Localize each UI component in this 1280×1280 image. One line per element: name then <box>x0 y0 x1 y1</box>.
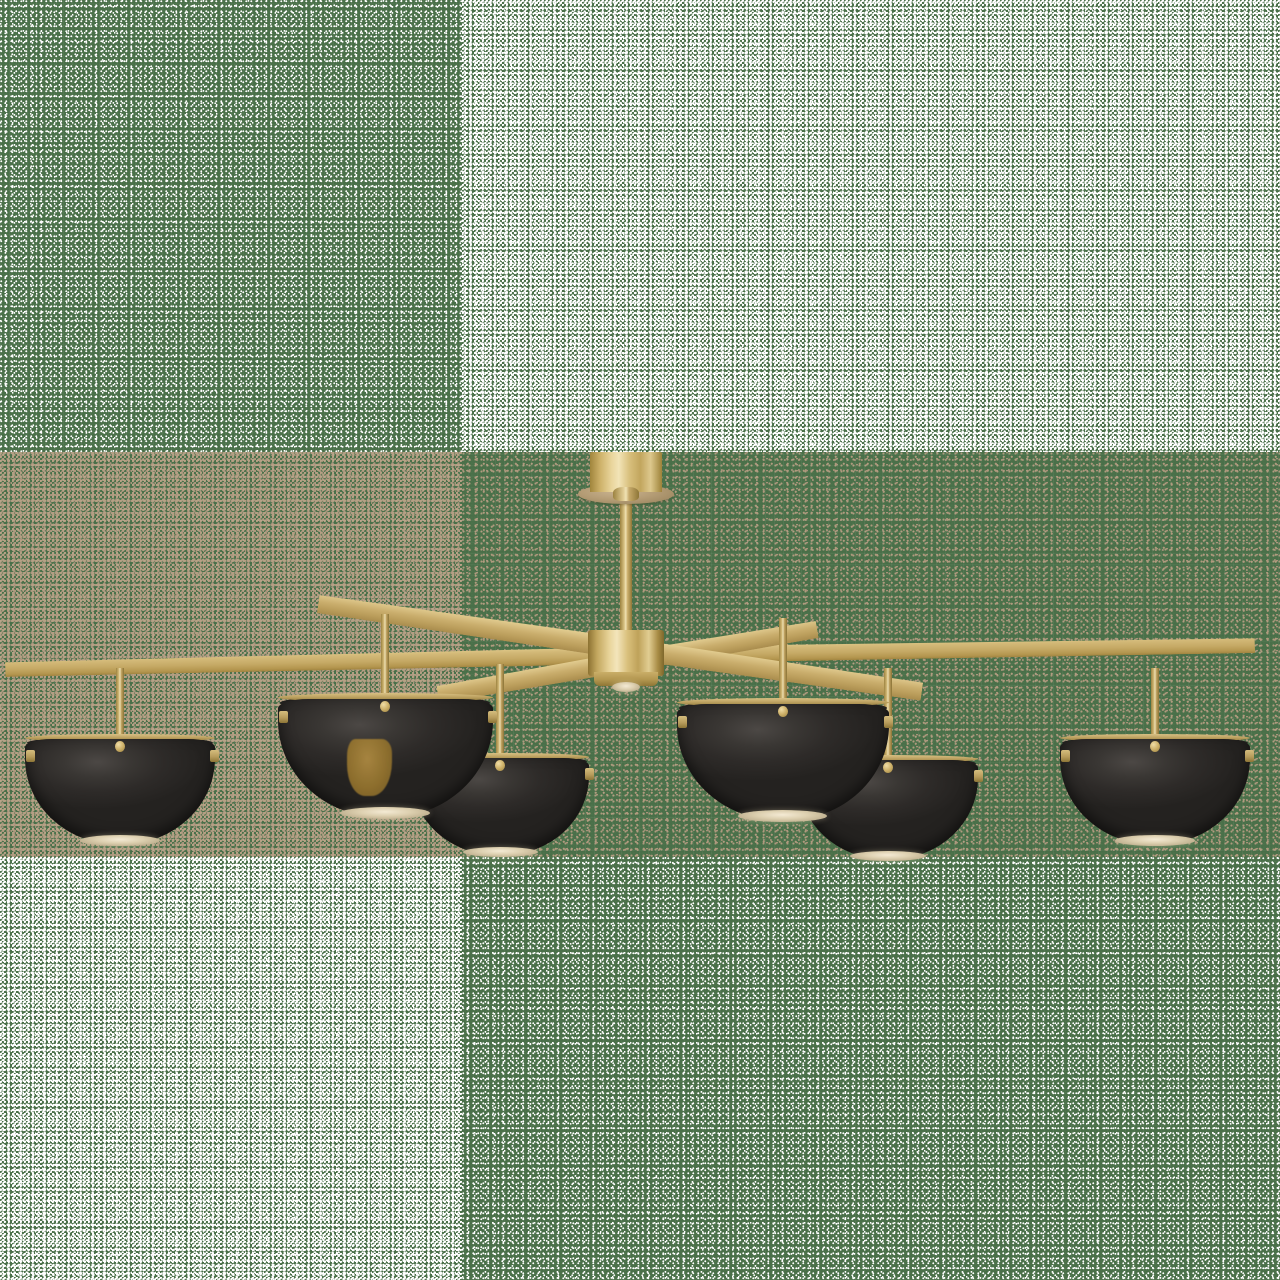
shade-side-tab-right <box>487 711 497 723</box>
shade-side-tab-right <box>974 770 983 782</box>
shade-brass-rim <box>411 753 589 761</box>
shade-bowl <box>677 704 889 820</box>
shade-side-tab-right <box>884 716 893 728</box>
background-region-upper-left <box>0 0 462 452</box>
drop-rod-shade-3 <box>496 664 504 760</box>
shade-diffuser <box>339 807 430 819</box>
light-shade <box>677 698 893 822</box>
shade-mount-stud <box>778 706 788 717</box>
light-shade <box>1060 734 1254 846</box>
shade-mount-stud <box>380 701 390 712</box>
shade-diffuser <box>463 847 538 857</box>
background-region-lower-left <box>0 857 462 1280</box>
shade-side-tab-left <box>26 750 35 762</box>
shade-side-tab-left <box>1061 750 1070 762</box>
shade-brass-rim <box>277 693 493 702</box>
shade-brass-rim <box>798 755 978 763</box>
shade-brass-rim <box>677 698 889 707</box>
center-hub <box>588 630 664 676</box>
drop-rod-shade-1 <box>116 668 124 746</box>
shade-diffuser <box>850 851 926 861</box>
shade-side-tab-right <box>210 750 219 762</box>
shade-diffuser <box>80 835 160 846</box>
shade-mount-stud <box>1150 741 1160 752</box>
chandelier-arm-arm-mid-left <box>317 592 627 659</box>
center-stem <box>620 492 632 640</box>
shade-side-tab-right <box>1245 750 1254 762</box>
background-region-lower-right <box>462 857 1280 1280</box>
shade-side-tab-right <box>585 768 594 780</box>
arm-blade <box>317 592 627 659</box>
drop-rod-shade-2 <box>381 614 389 702</box>
hub-center-diffuser <box>612 682 640 692</box>
ceiling-canopy <box>590 452 662 492</box>
shade-bowl <box>25 739 215 844</box>
light-shade <box>277 693 497 819</box>
hub-bottom-cap <box>594 672 658 686</box>
light-shade <box>25 734 219 846</box>
shade-diffuser <box>1115 835 1195 846</box>
shade-mount-stud <box>115 741 125 752</box>
shade-brass-rim <box>25 734 215 742</box>
shade-side-tab-left <box>678 716 687 728</box>
shade-side-tab-left <box>278 711 288 723</box>
drop-rod-shade-6 <box>1151 668 1159 746</box>
shade-brass-rim <box>1060 734 1250 742</box>
shade-brass-reflection <box>346 739 392 796</box>
canopy-collar <box>613 487 639 501</box>
shade-mount-stud <box>495 760 505 771</box>
drop-rod-shade-4 <box>779 618 787 706</box>
shade-mount-stud <box>883 762 893 773</box>
background-region-upper-right <box>462 0 1280 452</box>
shade-diffuser <box>738 810 827 822</box>
shade-bowl <box>1060 739 1250 844</box>
